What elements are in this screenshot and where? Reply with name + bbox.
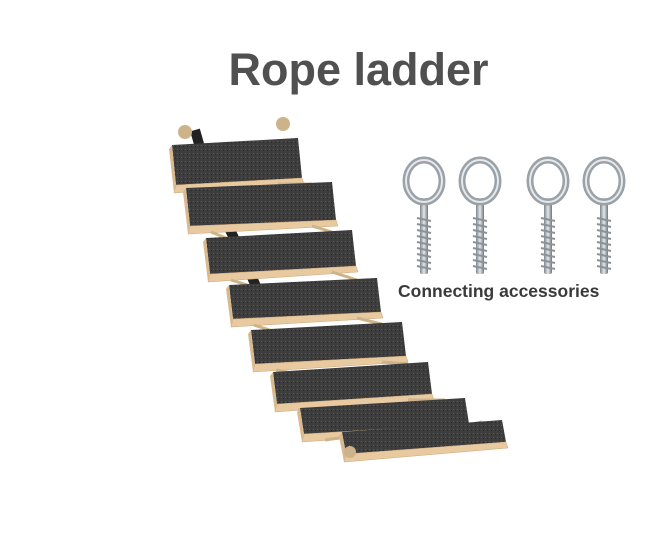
ladder-step	[226, 278, 384, 328]
accessories-caption: Connecting accessories	[398, 281, 600, 301]
rope	[311, 224, 333, 234]
eye-hook	[402, 156, 446, 274]
product-title: Rope ladder	[228, 44, 489, 95]
eye-hook	[582, 156, 626, 274]
rope-knot	[178, 125, 192, 139]
eye-hook	[458, 156, 502, 274]
eye-hook	[526, 156, 570, 274]
ladder-step	[183, 182, 339, 235]
rope-knot	[344, 446, 356, 458]
eye-hooks	[402, 156, 626, 274]
ladder-step	[203, 230, 359, 283]
rope	[331, 270, 358, 282]
ladder-step	[339, 420, 509, 463]
rope-ladder	[169, 117, 509, 463]
rope-knot	[276, 117, 290, 131]
ladder-step	[248, 322, 409, 373]
rope	[356, 316, 383, 326]
